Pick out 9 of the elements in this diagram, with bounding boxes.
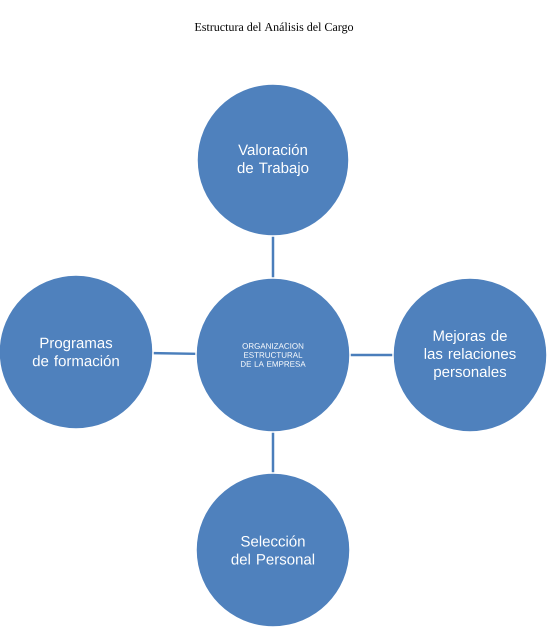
connector-line: [272, 236, 274, 278]
circle-node: ORGANIZACION ESTRUCTURAL DE LA EMPRESA: [195, 277, 351, 433]
connector-line: [350, 354, 392, 356]
connector-line: [154, 352, 196, 356]
circle-node: Mejoras de las relaciones personales: [392, 277, 548, 433]
circle-node: Selección del Personal: [195, 472, 351, 628]
connector-line: [272, 432, 274, 472]
title: Estructura del Análisis del Cargo: [194, 22, 354, 34]
circle-node: Valoración de Trabajo: [196, 83, 350, 237]
